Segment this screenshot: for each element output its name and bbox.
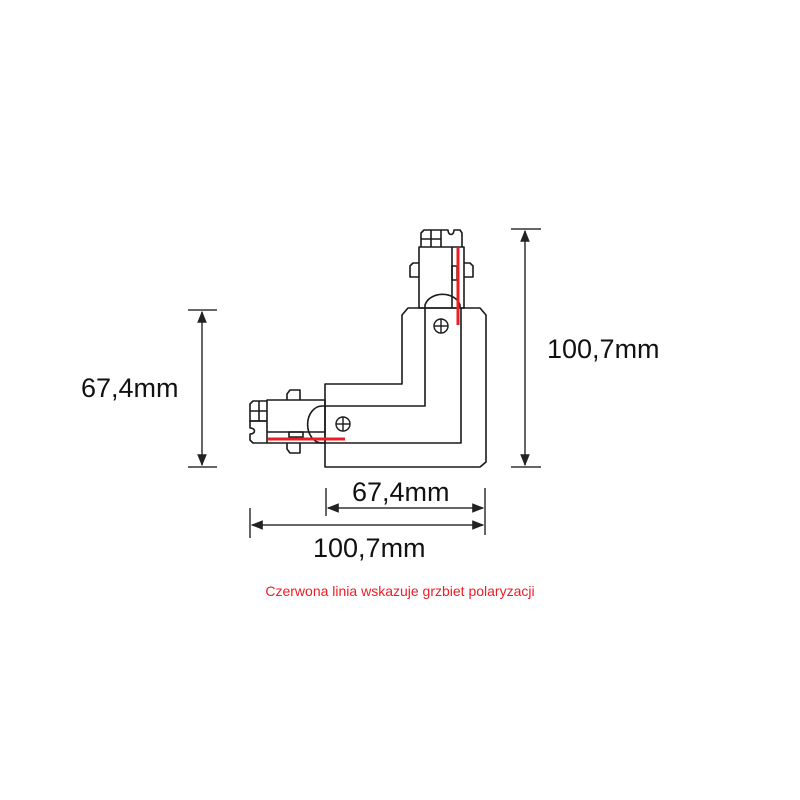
screw-icon [335,416,351,432]
dimension-label-bottom-long: 100,7mm [313,533,426,563]
dimension-label-bottom-short: 67,4mm [352,477,450,507]
top-connector [409,229,474,309]
inner-body-line [325,308,426,407]
polarity-caption: Czerwona linia wskazuje grzbiet polaryza… [265,583,535,599]
screw-icon [433,318,449,334]
dimension-label-right-height: 100,7mm [547,334,660,364]
inner-edge-line [325,308,462,444]
left-connector [249,389,326,454]
dimension-lines [188,228,541,538]
dimension-label-left-height: 67,4mm [81,373,179,403]
connector-outline [249,229,487,468]
left-tab [306,405,325,444]
